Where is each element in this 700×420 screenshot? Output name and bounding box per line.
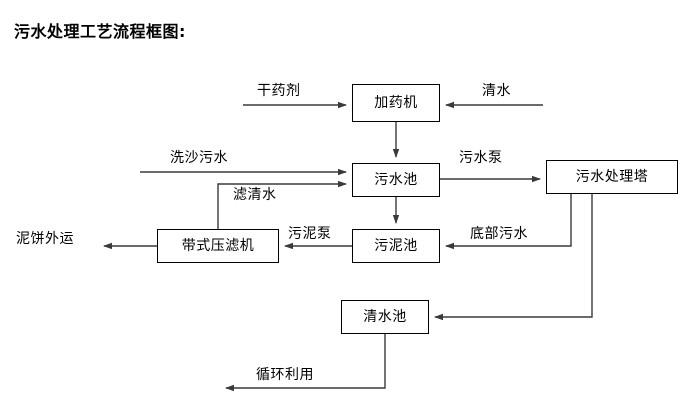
node-label: 污水池	[374, 172, 418, 188]
edge-label-bottom-sewage: 底部污水	[470, 226, 528, 242]
terminal-label-mud-cake-out: 泥饼外运	[16, 231, 74, 247]
node-label: 清水池	[363, 309, 407, 325]
node-dosing-machine[interactable]: 加药机	[352, 84, 440, 122]
node-sewage-pool[interactable]: 污水池	[352, 163, 440, 197]
node-clear-water-pool[interactable]: 清水池	[341, 300, 429, 334]
connector-filtered-water-to-sewage-pool	[217, 180, 347, 229]
node-sludge-pool[interactable]: 污泥池	[352, 229, 440, 263]
node-label: 加药机	[374, 95, 418, 111]
node-label: 带式压滤机	[181, 238, 255, 254]
connector-clearwater-to-reuse	[225, 334, 386, 392]
edge-label-dry-chemical: 干药剂	[257, 83, 301, 99]
node-belt-filter-press[interactable]: 带式压滤机	[157, 229, 279, 263]
connector-tower-to-sludge-pool	[445, 194, 572, 250]
edge-label-sewage-pump: 污水泵	[459, 150, 503, 166]
page-title: 污水处理工艺流程框图:	[14, 22, 186, 41]
edge-label-clean-water: 清水	[482, 83, 511, 99]
edge-label-filtered-water: 滤清水	[233, 187, 277, 203]
node-label: 污水处理塔	[575, 169, 649, 185]
node-label: 污泥池	[374, 238, 418, 254]
edge-label-sludge-pump: 污泥泵	[288, 226, 332, 242]
edge-label-recycle-reuse: 循环利用	[256, 367, 314, 383]
edge-label-sand-wash-sewage: 洗沙污水	[170, 150, 228, 166]
connector-tower-to-clearwater-pool	[434, 194, 593, 321]
node-treatment-tower[interactable]: 污水处理塔	[546, 160, 678, 194]
